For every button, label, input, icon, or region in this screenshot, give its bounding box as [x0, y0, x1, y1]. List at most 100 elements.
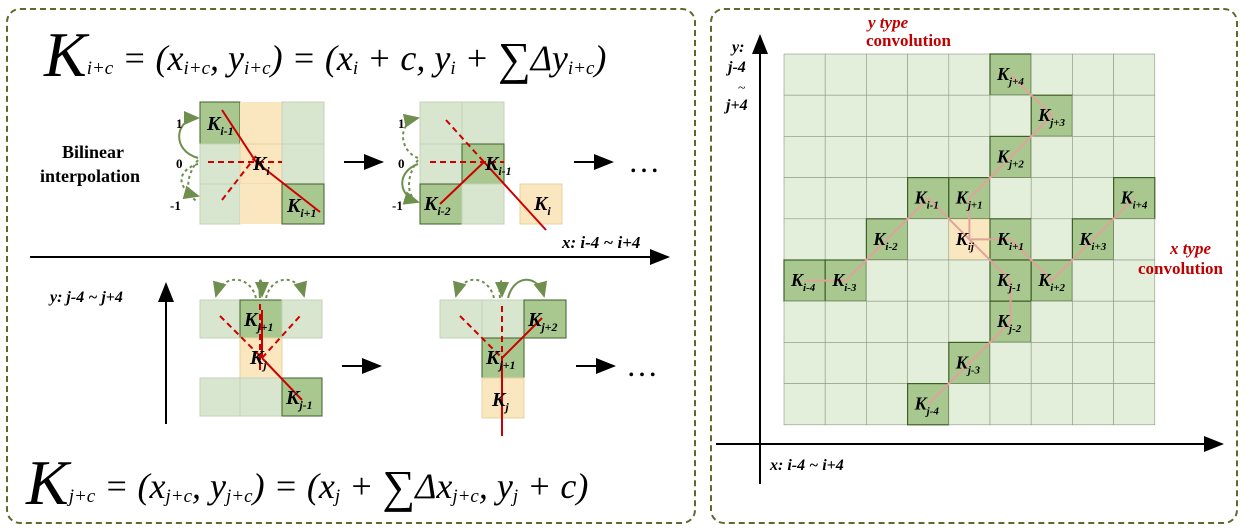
grid-cell: [907, 259, 950, 302]
formula-part: ): [594, 38, 607, 78]
kernel-label: Ki: [533, 193, 551, 218]
formula-k: K: [44, 19, 87, 90]
k-sub: j: [503, 400, 509, 414]
grid-cell: [199, 299, 241, 339]
grid-cell: [948, 136, 991, 178]
k-letter: K: [996, 311, 1011, 331]
formula-part: +: [340, 466, 383, 506]
center-cell: [519, 183, 563, 225]
formula-sub: i+c: [244, 58, 271, 80]
grid-cell: [866, 136, 908, 178]
left-panel: [6, 8, 696, 524]
interpolation-label: interpolation: [40, 166, 140, 186]
formula-part: = (x: [113, 38, 184, 78]
grid-cell: [1072, 94, 1114, 137]
kernel-label: Kj+2: [527, 309, 558, 334]
k-letter: K: [996, 64, 1011, 84]
k-sub: i-2: [885, 241, 898, 253]
grid-cell: [1072, 383, 1114, 426]
interp-arrow: [178, 111, 200, 159]
grid-cell: [1113, 383, 1156, 426]
formula-bottom: Kj+c = (xj+c, yj+c) = (xj + ∑Δxj+c, yj +…: [26, 446, 588, 520]
grid-cell: [824, 177, 867, 220]
grid-cell: [824, 383, 867, 426]
grid-cell: [1113, 136, 1156, 178]
kernel-label: Kj+2: [996, 146, 1024, 170]
grid-cell: [866, 259, 908, 302]
formula-sub: i+c: [567, 58, 595, 80]
grid-cell: [824, 53, 867, 96]
kernel-label: Ki+2: [1037, 270, 1065, 294]
k-letter: K: [1120, 188, 1135, 208]
interp-arrow: [180, 163, 200, 200]
kernel-label: Kj-4: [914, 394, 940, 418]
kernel-label: Kj+3: [1037, 105, 1065, 129]
formula-sub: j: [334, 486, 341, 508]
kernel-cell: [281, 183, 325, 225]
k-sub: i+4: [1133, 200, 1148, 212]
grid-cell: [1113, 218, 1156, 261]
grid-cell: [989, 383, 1032, 426]
formula-k: K: [26, 447, 69, 518]
kernel-label: Kj+1: [485, 347, 516, 372]
formula-sub: i: [352, 58, 359, 80]
grid-cell: [907, 94, 950, 137]
kernel-label: Ki+1: [996, 229, 1024, 253]
interp-arrow: [402, 113, 420, 159]
kernel-label: Kij: [955, 229, 975, 253]
formula-sub: j+c: [165, 486, 193, 508]
grid-cell: [907, 300, 950, 343]
kernel-label: Ki: [252, 153, 270, 178]
grid-y-label: ~: [738, 81, 746, 96]
kernel-label: Kj+1: [243, 309, 274, 334]
k-letter: K: [249, 347, 265, 369]
ellipsis: …: [628, 143, 660, 179]
k-sub: i+2: [1050, 282, 1065, 294]
k-letter: K: [206, 113, 222, 135]
interp-arrow: [401, 163, 420, 205]
grid-cell: [281, 101, 325, 145]
grid-cell: [783, 94, 826, 137]
k-letter: K: [996, 229, 1011, 249]
grid-cell: [1113, 259, 1156, 302]
k-letter: K: [252, 153, 268, 175]
k-sub: j+2: [539, 320, 557, 334]
k-sub: i+1: [1009, 241, 1024, 253]
tick-label: -1: [392, 198, 403, 213]
grid-cell: [1030, 342, 1073, 384]
grid-cell: [783, 53, 826, 96]
k-sub: j+2: [1007, 158, 1024, 170]
kernel-label: Ki-2: [423, 193, 451, 218]
bottom-step1: Kj+1 Kj Kj-1: [199, 278, 382, 417]
kernel-label: Ki-3: [831, 270, 857, 294]
k-sub: j+4: [1007, 76, 1024, 88]
formula-sub: i+c: [183, 58, 211, 80]
k-sub: i+3: [1091, 241, 1106, 253]
kernel-cell: [199, 101, 241, 145]
grid-cell: [1030, 300, 1073, 343]
y-type-label: y type: [866, 13, 909, 32]
right-panel: [710, 8, 1238, 524]
k-sub: j+1: [497, 358, 515, 372]
k-letter: K: [527, 309, 543, 331]
grid-cell: [866, 383, 908, 426]
k-letter: K: [955, 188, 970, 208]
grid-cell: [1072, 259, 1114, 302]
grid-y-label: y:: [730, 39, 744, 56]
kernel-label: Ki-1: [914, 188, 939, 212]
grid-cell: [1072, 53, 1114, 96]
k-sub: i-1: [927, 200, 939, 212]
formula-part: , y: [210, 38, 245, 78]
grid-x-label: x: i-4 ~ i+4: [769, 457, 844, 474]
k-sub: i-1: [498, 164, 511, 178]
formula-top: Ki+c = (xi+c, yi+c) = (xi + c, yi + ∑Δyi…: [44, 18, 606, 92]
x-type-line1: x type: [1169, 239, 1212, 258]
grid-cell: [948, 383, 991, 426]
kernel-label: Kj-1: [996, 270, 1021, 294]
kernel-label: Ki+1: [286, 195, 317, 220]
k-letter: K: [831, 270, 846, 290]
grid-cell: [1072, 136, 1114, 178]
grid-cell: [1113, 342, 1156, 384]
center-cell: [240, 102, 282, 144]
